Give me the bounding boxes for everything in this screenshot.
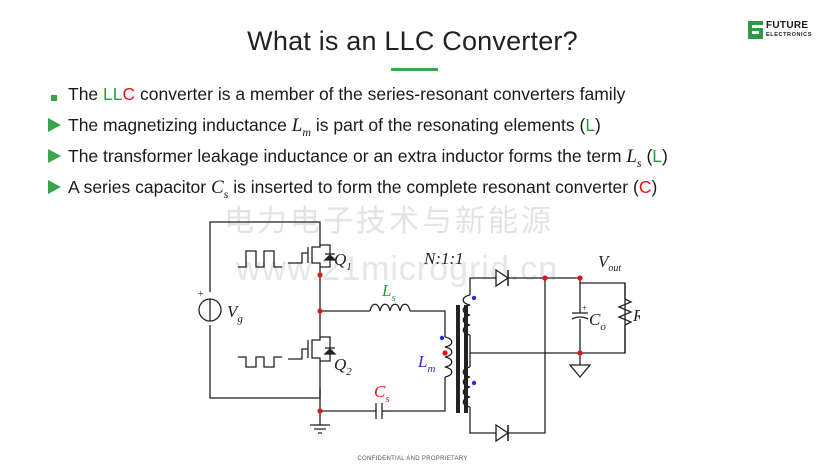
square-bullet-icon — [51, 95, 57, 101]
llc-circuit-diagram: + Vg Q1 Q2 Ls Lm Cs N:1:1 Vout + Co RL — [198, 221, 640, 443]
bullet-item: The LLC converter is a member of the ser… — [48, 80, 818, 111]
bullet-text: converter is a member of the series-reso… — [135, 84, 626, 104]
bullet-text: ) — [662, 146, 668, 166]
bullet-item: The magnetizing inductance Lm is part of… — [48, 111, 818, 142]
transformer-core-left — [456, 305, 460, 413]
title-underline — [391, 68, 438, 71]
bullet-text: The magnetizing inductance — [68, 115, 292, 135]
arrow-bullet-icon — [48, 118, 61, 132]
bullet-text: A series capacitor — [68, 177, 211, 197]
llc-l-highlight: LL — [103, 84, 123, 104]
bullet-text: ( — [641, 146, 653, 166]
bullet-text: is part of the resonating elements ( — [311, 115, 586, 135]
ls-symbol: Ls — [626, 146, 642, 170]
q1-label: Q1 — [334, 250, 352, 273]
future-electronics-logo: FUTURE ELECTRONICS — [748, 20, 818, 42]
lm-symbol: Lm — [291, 115, 311, 139]
slide-title: What is an LLC Converter? — [247, 26, 578, 56]
logo-line1: FUTURE — [766, 20, 809, 31]
footer-confidential: CONFIDENTIAL AND PROPRIETARY — [357, 456, 468, 462]
cs-label: Cs — [374, 382, 390, 405]
arrow-bullet-icon — [48, 149, 61, 163]
ls-label: Ls — [381, 281, 396, 304]
vg-label: Vg — [227, 302, 243, 325]
logo-mark-icon — [748, 21, 763, 39]
bullet-list: The LLC converter is a member of the ser… — [48, 80, 818, 204]
bullet-item: A series capacitor Cs is inserted to for… — [48, 173, 818, 204]
bullet-text: is inserted to form the complete resonan… — [228, 177, 639, 197]
diode-top-icon — [495, 268, 510, 288]
vout-label: Vout — [598, 252, 621, 274]
arrow-bullet-icon — [48, 180, 61, 194]
turns-ratio-label: N:1:1 — [423, 249, 464, 268]
lm-label: Lm — [417, 352, 435, 375]
c-highlight: C — [638, 177, 652, 197]
diode-bottom-icon — [495, 423, 510, 443]
cs-symbol: Cs — [210, 177, 229, 201]
bullet-text: ) — [651, 177, 658, 197]
vg-plus-label: + — [198, 289, 204, 300]
watermark-url: www.21microgrid.cn — [236, 250, 559, 288]
bullet-text: The — [68, 84, 104, 104]
co-plus-label: + — [582, 303, 587, 313]
co-label: Co — [589, 310, 606, 333]
transformer-core-right — [464, 305, 468, 413]
bullet-text: ) — [595, 115, 601, 135]
q2-label: Q2 — [334, 355, 352, 378]
rl-label: RL — [632, 306, 640, 329]
l-highlight: L — [585, 115, 596, 135]
logo-line2: ELECTRONICS — [766, 32, 813, 38]
llc-c-highlight: C — [122, 84, 136, 104]
bullet-item: The transformer leakage inductance or an… — [48, 142, 818, 173]
bullet-text: The transformer leakage inductance or an… — [68, 146, 627, 166]
l-highlight: L — [652, 146, 663, 166]
